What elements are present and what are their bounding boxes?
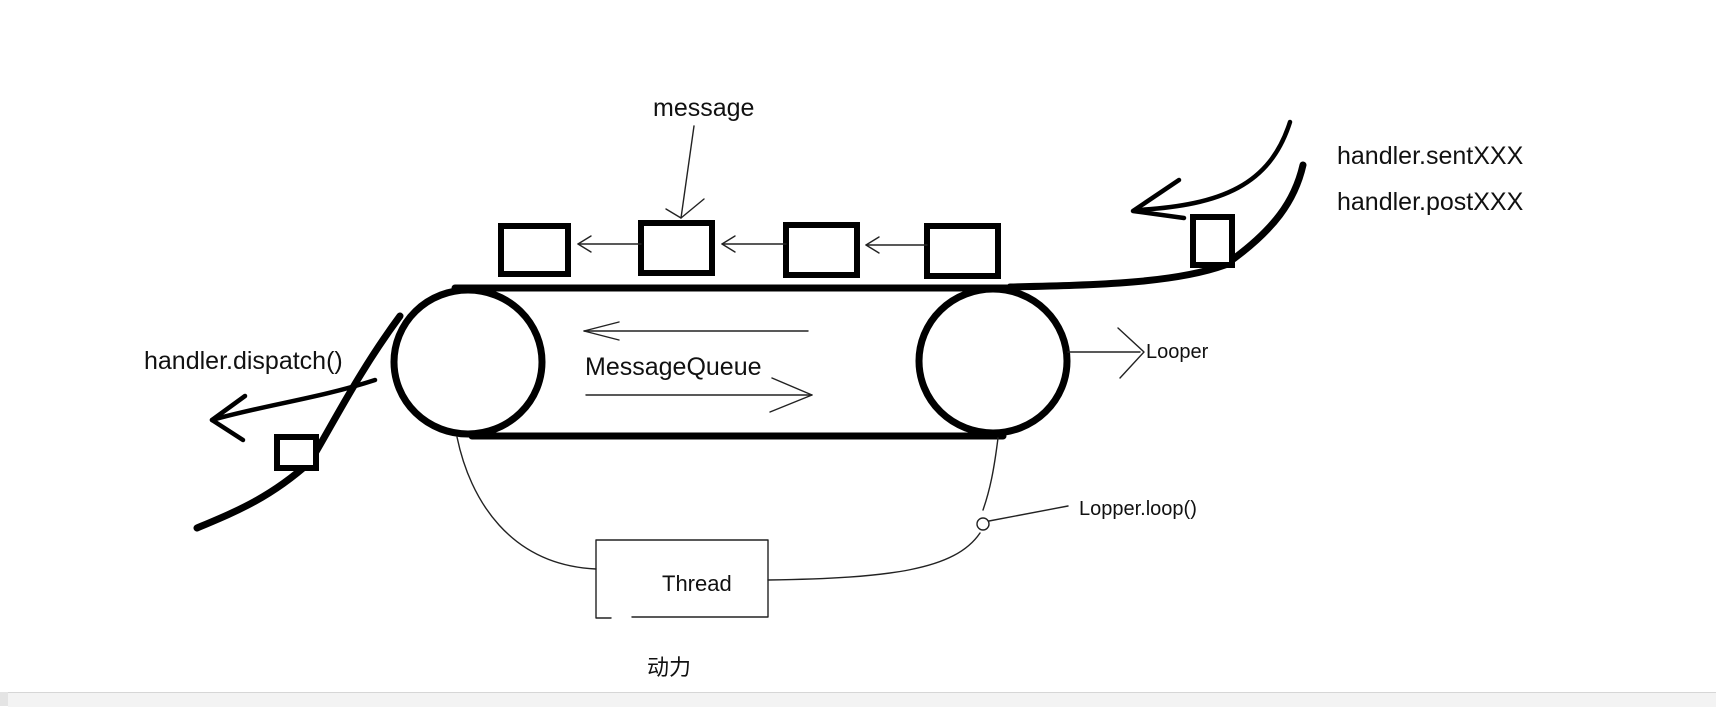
handler-dispatch-label: handler.dispatch(): [144, 347, 343, 375]
link-arrow-head-2-1: [577, 235, 592, 253]
looper-label: Looper: [1146, 341, 1209, 363]
outgoing-message-box: [274, 434, 319, 471]
belt-arrow-right-head: [769, 377, 813, 413]
thread-connection: [456, 436, 1069, 619]
handler-post-label: handler.postXXX: [1337, 188, 1524, 216]
outgoing-arrow-head: [209, 393, 248, 443]
loop-label-pointer: [988, 505, 1069, 522]
incoming-feed: [1006, 119, 1307, 291]
looper-pointer: [1067, 327, 1145, 379]
loop-junction-node: [976, 517, 990, 531]
belt-direction-arrows: [583, 321, 813, 413]
thread-wire-right-lower: [767, 532, 981, 581]
incoming-chute: [1006, 161, 1307, 291]
handler-sent-label: handler.sentXXX: [1337, 142, 1524, 170]
incoming-arrow-head: [1130, 177, 1187, 221]
thread-wire-right-upper: [982, 437, 999, 511]
looper-arrow-head: [1117, 327, 1145, 379]
message-pointer-head: [665, 198, 705, 219]
thread-wire-left: [456, 436, 597, 570]
message-queue-label: MessageQueue: [585, 353, 762, 381]
message-label: message: [653, 94, 754, 122]
left-pulley: [390, 286, 546, 438]
thread-box: [595, 539, 769, 619]
horizontal-scrollbar[interactable]: [8, 692, 1716, 707]
conveyor-belt: [390, 284, 1071, 440]
scrollbar-corner: [0, 692, 8, 706]
queue-messages: [498, 125, 1001, 279]
queue-message-box-3: [783, 222, 860, 278]
queue-message-box-2: [638, 220, 715, 276]
queue-message-box-4: [924, 223, 1001, 279]
message-pointer-line: [680, 125, 695, 219]
power-label: 动力: [647, 655, 691, 680]
thread-label: Thread: [662, 571, 732, 596]
incoming-message-box: [1190, 214, 1235, 268]
belt-arrow-left-head: [583, 321, 620, 341]
link-arrow-head-3-2: [721, 235, 736, 253]
outgoing-arrow-shaft: [209, 377, 378, 423]
looper-loop-label: Lopper.loop(): [1079, 498, 1197, 520]
queue-message-box-1: [498, 223, 571, 277]
right-pulley: [915, 285, 1071, 437]
link-arrow-head-4-3: [865, 236, 880, 254]
incoming-arrow-shaft: [1135, 119, 1293, 213]
outgoing-feed: [193, 312, 404, 532]
